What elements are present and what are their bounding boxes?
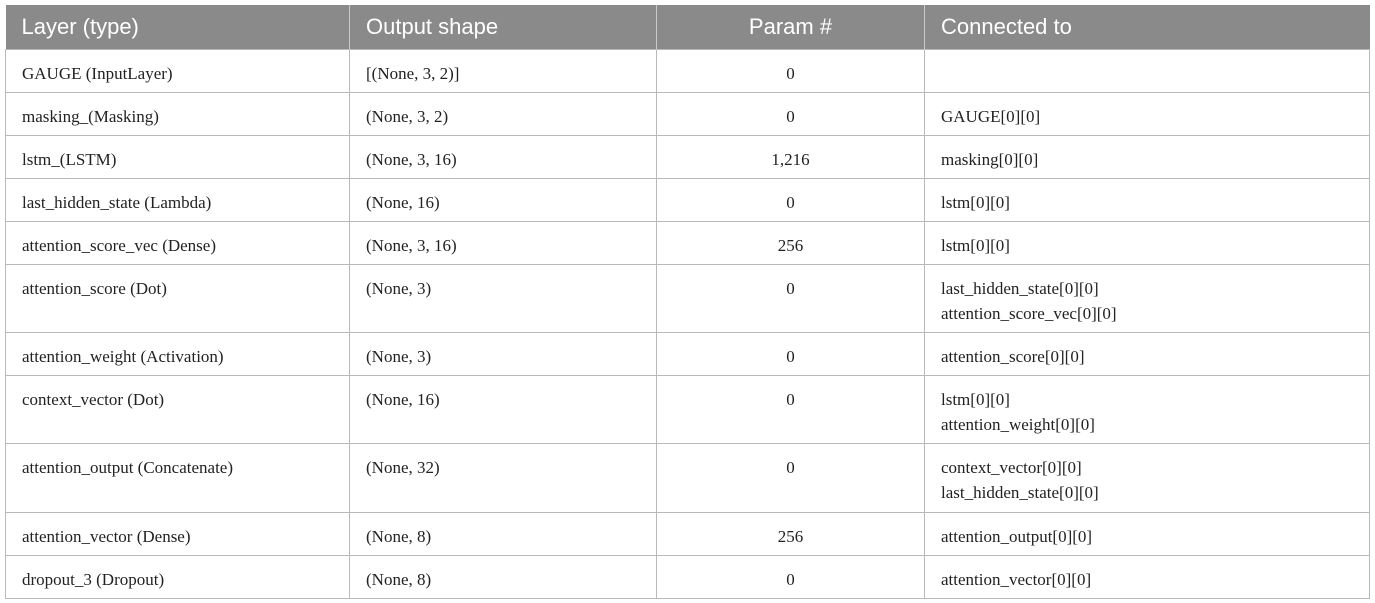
connected-layer-ref: attention_score[0][0] bbox=[941, 347, 1085, 366]
cell-param-count: 256 bbox=[656, 512, 925, 556]
cell-layer-type: attention_score (Dot) bbox=[5, 264, 350, 333]
table-row: last_hidden_state (Lambda)(None, 16)0 lst… bbox=[5, 178, 1370, 222]
table-row: attention_score_vec (Dense)(None, 3, 16)… bbox=[5, 221, 1370, 265]
cell-connected-to bbox=[924, 49, 1370, 93]
cell-connected-to: lstm[0][0] attention_weight[0][0] bbox=[924, 375, 1370, 444]
table-row: attention_vector (Dense)(None, 8)256 atte… bbox=[5, 512, 1370, 556]
cell-param-count: 0 bbox=[656, 555, 925, 599]
cell-output-shape: (None, 3, 16) bbox=[349, 135, 657, 179]
cell-layer-type: masking_(Masking) bbox=[5, 92, 350, 136]
cell-param-count: 0 bbox=[656, 92, 925, 136]
cell-param-count: 0 bbox=[656, 332, 925, 376]
connected-layer-ref: lstm[0][0] bbox=[941, 193, 1010, 212]
cell-layer-type: lstm_(LSTM) bbox=[5, 135, 350, 179]
cell-param-count: 0 bbox=[656, 178, 925, 222]
header-layer-type: Layer (type) bbox=[5, 5, 350, 50]
cell-param-count: 0 bbox=[656, 443, 925, 513]
cell-connected-to: GAUGE[0][0] bbox=[924, 92, 1370, 136]
cell-output-shape: (None, 8) bbox=[349, 555, 657, 599]
connected-layer-ref: last_hidden_state[0][0] bbox=[941, 483, 1099, 502]
connected-layer-ref: last_hidden_state[0][0] bbox=[941, 279, 1099, 298]
header-param-count: Param # bbox=[656, 5, 925, 50]
cell-layer-type: attention_vector (Dense) bbox=[5, 512, 350, 556]
cell-connected-to: lstm[0][0] bbox=[924, 178, 1370, 222]
cell-output-shape: (None, 3) bbox=[349, 332, 657, 376]
cell-layer-type: context_vector (Dot) bbox=[5, 375, 350, 444]
connected-layer-ref: attention_output[0][0] bbox=[941, 527, 1093, 546]
cell-connected-to: attention_vector[0][0] bbox=[924, 555, 1370, 599]
cell-output-shape: [(None, 3, 2)] bbox=[349, 49, 657, 93]
cell-output-shape: (None, 3, 16) bbox=[349, 221, 657, 265]
connected-layer-ref: lstm[0][0] bbox=[941, 390, 1010, 409]
table-row: attention_output (Concatenate)(None, 32)… bbox=[5, 443, 1370, 513]
table-row: GAUGE (InputLayer)[(None, 3, 2)]0 bbox=[5, 49, 1370, 93]
cell-layer-type: attention_output (Concatenate) bbox=[5, 443, 350, 513]
cell-layer-type: attention_score_vec (Dense) bbox=[5, 221, 350, 265]
connected-layer-ref: context_vector[0][0] bbox=[941, 458, 1082, 477]
cell-connected-to: context_vector[0][0] last_hidden_state[0]… bbox=[924, 443, 1370, 513]
connected-layer-ref: masking[0][0] bbox=[941, 150, 1039, 169]
connected-layer-ref: lstm[0][0] bbox=[941, 236, 1010, 255]
cell-layer-type: GAUGE (InputLayer) bbox=[5, 49, 350, 93]
cell-param-count: 0 bbox=[656, 264, 925, 333]
table-row: lstm_(LSTM)(None, 3, 16)1,216 masking[0][… bbox=[5, 135, 1370, 179]
cell-output-shape: (None, 32) bbox=[349, 443, 657, 513]
connected-layer-ref: attention_weight[0][0] bbox=[941, 415, 1095, 434]
connected-layer-ref: GAUGE[0][0] bbox=[941, 107, 1041, 126]
cell-output-shape: (None, 3) bbox=[349, 264, 657, 333]
cell-param-count: 0 bbox=[656, 375, 925, 444]
cell-output-shape: (None, 8) bbox=[349, 512, 657, 556]
cell-connected-to: masking[0][0] bbox=[924, 135, 1370, 179]
table-header: Layer (type) Output shape Param # Connec… bbox=[5, 5, 1370, 50]
table-row: dropout_3 (Dropout)(None, 8)0 attention_v… bbox=[5, 555, 1370, 599]
cell-layer-type: last_hidden_state (Lambda) bbox=[5, 178, 350, 222]
cell-param-count: 0 bbox=[656, 49, 925, 93]
cell-connected-to: attention_score[0][0] bbox=[924, 332, 1370, 376]
cell-connected-to: lstm[0][0] bbox=[924, 221, 1370, 265]
connected-layer-ref: attention_score_vec[0][0] bbox=[941, 304, 1117, 323]
cell-layer-type: attention_weight (Activation) bbox=[5, 332, 350, 376]
cell-param-count: 256 bbox=[656, 221, 925, 265]
header-output-shape: Output shape bbox=[349, 5, 657, 50]
cell-param-count: 1,216 bbox=[656, 135, 925, 179]
cell-output-shape: (None, 3, 2) bbox=[349, 92, 657, 136]
connected-layer-ref: attention_vector[0][0] bbox=[941, 570, 1092, 589]
model-summary-table: Layer (type) Output shape Param # Connec… bbox=[5, 5, 1370, 599]
table-row: masking_(Masking)(None, 3, 2)0 GAUGE[0][0… bbox=[5, 92, 1370, 136]
header-connected-to: Connected to bbox=[924, 5, 1370, 50]
cell-output-shape: (None, 16) bbox=[349, 375, 657, 444]
cell-connected-to: attention_output[0][0] bbox=[924, 512, 1370, 556]
cell-output-shape: (None, 16) bbox=[349, 178, 657, 222]
cell-layer-type: dropout_3 (Dropout) bbox=[5, 555, 350, 599]
header-row: Layer (type) Output shape Param # Connec… bbox=[5, 5, 1370, 50]
cell-connected-to: last_hidden_state[0][0] attention_score_v… bbox=[924, 264, 1370, 333]
